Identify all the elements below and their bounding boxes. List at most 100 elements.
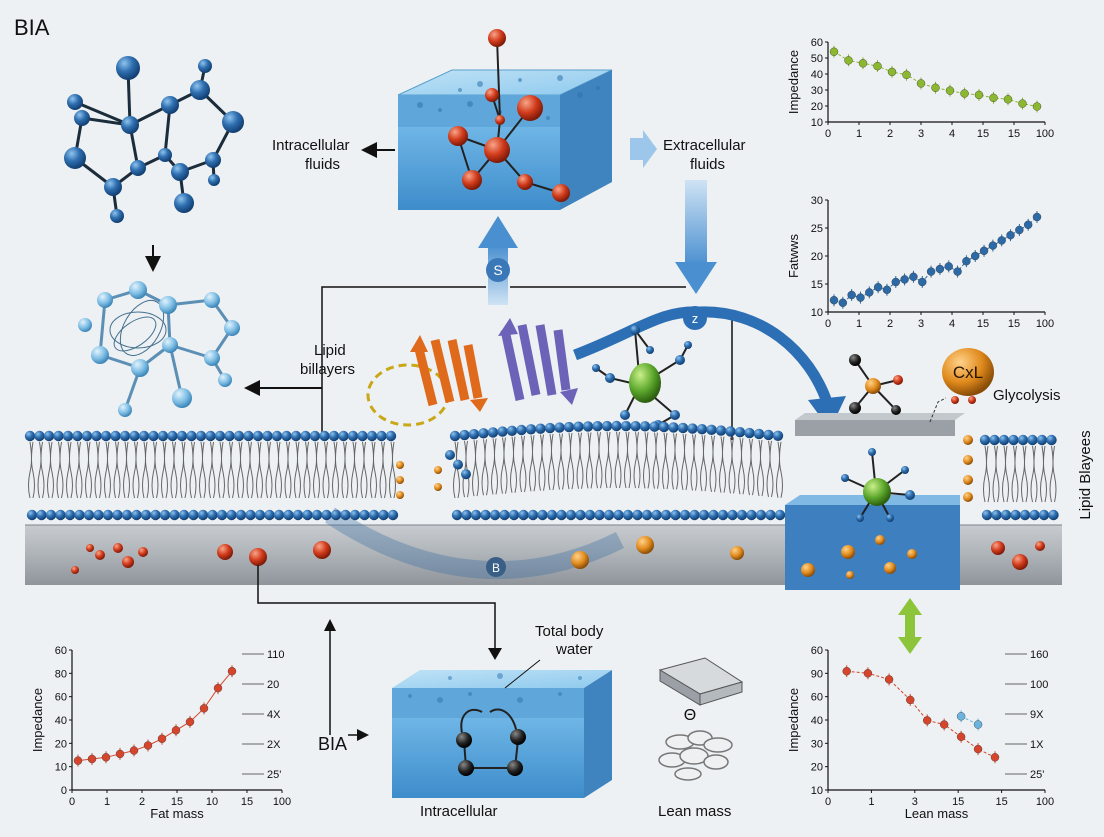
x-tick-label: 15 bbox=[977, 128, 989, 140]
lipid-head-bottom bbox=[546, 509, 558, 521]
lipid-head-bottom bbox=[55, 509, 66, 521]
curved-blue-arrow: z bbox=[573, 306, 846, 430]
data-point bbox=[956, 712, 966, 721]
lipid-head-top bbox=[119, 430, 131, 442]
lipid-head-top bbox=[611, 420, 622, 432]
data-point bbox=[829, 296, 839, 305]
lipid-head-bottom bbox=[64, 509, 76, 521]
y-tick-label: 0 bbox=[61, 785, 67, 797]
lipid-head-top bbox=[271, 430, 283, 442]
lipid-head-bottom bbox=[311, 509, 323, 521]
lipid-head-bottom bbox=[169, 509, 180, 521]
band-particles bbox=[71, 536, 1045, 574]
y-axis-label: Impedance bbox=[786, 688, 801, 752]
lipid-head-bottom bbox=[207, 509, 218, 521]
badge-z: z bbox=[692, 311, 699, 326]
lipid-head-top bbox=[725, 426, 736, 437]
y-tick-label: 60 bbox=[811, 645, 823, 657]
data-point bbox=[990, 753, 1000, 762]
block-green-atom bbox=[863, 478, 891, 506]
lipid-head-bottom bbox=[112, 509, 123, 521]
lipid-blayees-label: Lipid Blayees bbox=[1077, 430, 1094, 519]
data-point bbox=[873, 283, 883, 292]
lipid-head-bottom bbox=[508, 509, 520, 521]
lipid-head-top bbox=[1036, 434, 1048, 446]
x-tick-label: 1 bbox=[856, 318, 862, 330]
lipid-head-top bbox=[319, 430, 330, 442]
glycolysis-atoms bbox=[849, 354, 903, 415]
cxl-label: CxL bbox=[953, 363, 983, 382]
lipid-head-top bbox=[262, 430, 273, 442]
x-tick-label: 100 bbox=[273, 796, 291, 808]
data-point bbox=[916, 79, 926, 88]
lipid-head-bottom bbox=[45, 509, 57, 521]
data-point bbox=[953, 267, 962, 276]
lipid-head-top bbox=[328, 430, 340, 442]
lipid-head-bottom bbox=[216, 509, 228, 521]
badge-s: S bbox=[493, 262, 502, 278]
total-body-water-label: Total body water bbox=[535, 623, 608, 658]
lipid-head-top bbox=[734, 427, 746, 438]
lipid-head-top bbox=[81, 430, 93, 442]
lipid-head-top bbox=[639, 421, 651, 432]
lipid-head-bottom bbox=[245, 509, 256, 521]
x-tick-label: 15 bbox=[977, 318, 989, 330]
data-point bbox=[909, 272, 918, 281]
lean-mass-slab bbox=[658, 657, 744, 706]
data-point bbox=[906, 695, 915, 705]
lipid-head-bottom bbox=[774, 509, 786, 521]
lipid-head-bottom bbox=[150, 509, 161, 521]
x-tick-label: 2 bbox=[887, 128, 893, 140]
lipid-head-top bbox=[468, 428, 480, 440]
y-axis-label: Impedance bbox=[30, 688, 45, 752]
lipid-head-bottom bbox=[451, 509, 463, 521]
right-label: 25' bbox=[267, 769, 281, 781]
lipid-head-top bbox=[696, 423, 708, 435]
x-tick-label: 0 bbox=[825, 796, 831, 808]
lipid-head-bottom bbox=[622, 509, 634, 521]
lipid-head-top bbox=[706, 424, 717, 436]
lipid-head-bottom bbox=[981, 509, 993, 521]
lipid-head-bottom bbox=[660, 509, 672, 521]
lipid-head-bottom bbox=[489, 509, 501, 521]
lipid-head-top bbox=[281, 430, 292, 442]
lipid-head-bottom bbox=[188, 509, 199, 521]
y-tick-label: 10 bbox=[811, 307, 823, 319]
data-point bbox=[971, 251, 980, 261]
x-tick-label: 2 bbox=[887, 318, 893, 330]
lipid-head-bottom bbox=[755, 509, 767, 521]
x-tick-label: 100 bbox=[1036, 318, 1054, 330]
lipid-head-bottom bbox=[565, 509, 577, 521]
lipid-head-top bbox=[91, 430, 102, 442]
lipid-head-bottom bbox=[679, 509, 691, 521]
bottom-connectors bbox=[257, 565, 496, 650]
green-double-arrow bbox=[898, 598, 922, 654]
lipid-head-bottom bbox=[283, 509, 294, 521]
data-point bbox=[873, 61, 882, 71]
data-point bbox=[856, 293, 865, 302]
x-tick-label: 0 bbox=[69, 796, 75, 808]
y-tick-label: 60 bbox=[55, 692, 67, 704]
data-point bbox=[199, 704, 209, 713]
data-point bbox=[979, 246, 989, 256]
lipid-head-bottom bbox=[74, 509, 85, 521]
lipid-head-top bbox=[300, 430, 311, 442]
y-tick-label: 30 bbox=[811, 195, 823, 207]
green-core-atom bbox=[629, 363, 661, 403]
series-1 bbox=[956, 710, 983, 731]
series-0 bbox=[842, 665, 1000, 764]
lipid-head-top bbox=[167, 430, 178, 442]
lipid-head-bottom bbox=[131, 509, 142, 521]
lipid-billayers-label: Lipid billayers bbox=[300, 342, 355, 378]
x-axis-label: Fat mass bbox=[150, 806, 204, 821]
lipid-head-bottom bbox=[93, 509, 104, 521]
title: BIA bbox=[14, 15, 50, 40]
right-label: 100 bbox=[1030, 679, 1048, 691]
lipid-head-top bbox=[668, 422, 679, 433]
lean-mass-glyph: Θ bbox=[684, 707, 696, 724]
lipid-head-top bbox=[309, 430, 321, 442]
y-tick-label: 20 bbox=[811, 762, 823, 774]
